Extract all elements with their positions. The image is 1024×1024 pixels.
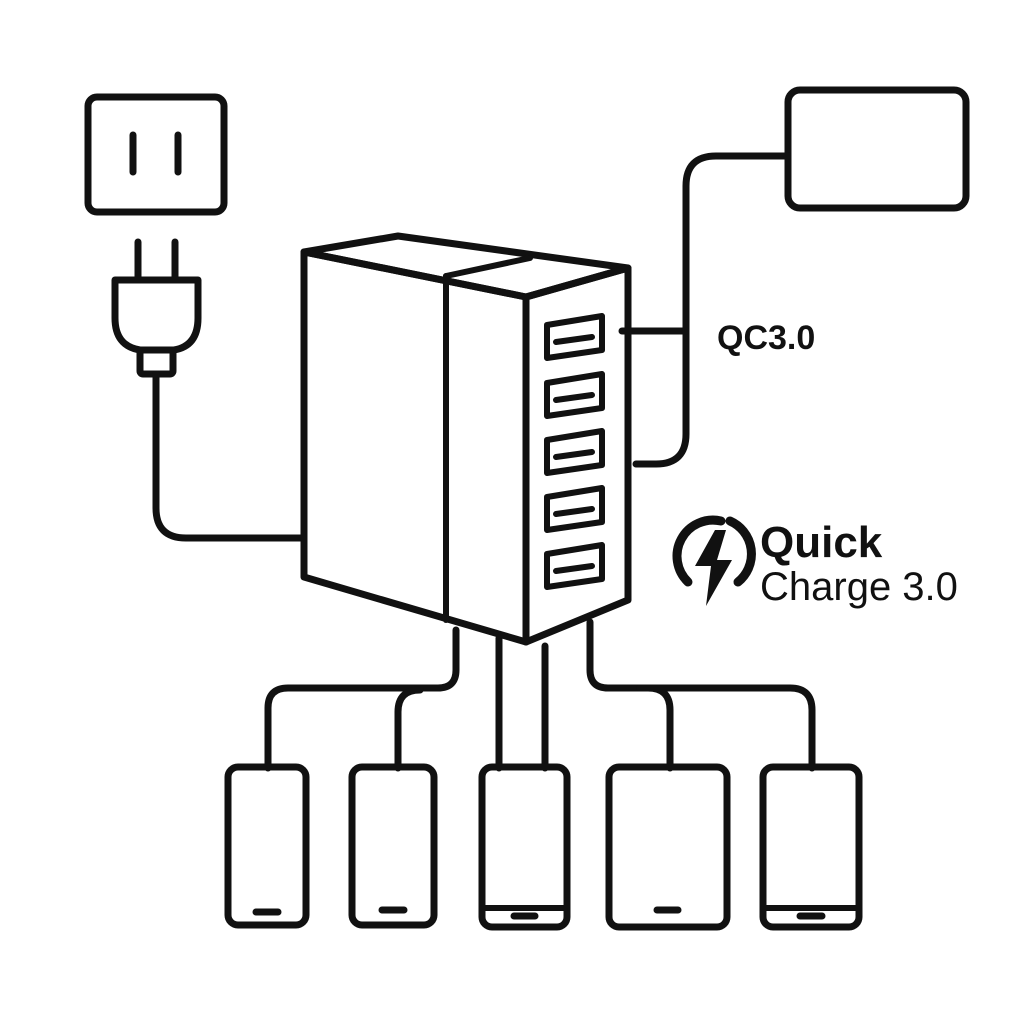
wall-outlet-icon xyxy=(84,93,228,216)
phone-icon xyxy=(348,763,438,929)
usb-charger-hub-icon xyxy=(300,232,632,646)
adapter-cable xyxy=(632,152,792,468)
tablet-icon xyxy=(605,763,731,931)
mains-cable xyxy=(152,370,308,542)
usb-port-1 xyxy=(544,313,605,361)
logo-text-line2: Charge 3.0 xyxy=(760,565,958,609)
usb-port-4 xyxy=(544,485,605,533)
power-plug-icon xyxy=(111,238,202,378)
logo-text-line1: Quick xyxy=(760,518,883,567)
usb-port-2 xyxy=(544,371,605,419)
lightning-bolt-icon xyxy=(672,515,756,606)
usb-port-5 xyxy=(544,542,605,590)
device-cable-5 xyxy=(636,684,816,772)
phone-icon xyxy=(759,763,863,931)
power-adapter-icon xyxy=(784,86,970,212)
device-cable-1 xyxy=(264,626,460,772)
device-cable-2 xyxy=(394,686,424,772)
device-cable-4 xyxy=(586,618,674,772)
usb-port-3 xyxy=(544,428,605,476)
phone-icon xyxy=(224,763,310,929)
phone-icon xyxy=(478,763,571,931)
qc-label: QC3.0 xyxy=(717,319,815,357)
